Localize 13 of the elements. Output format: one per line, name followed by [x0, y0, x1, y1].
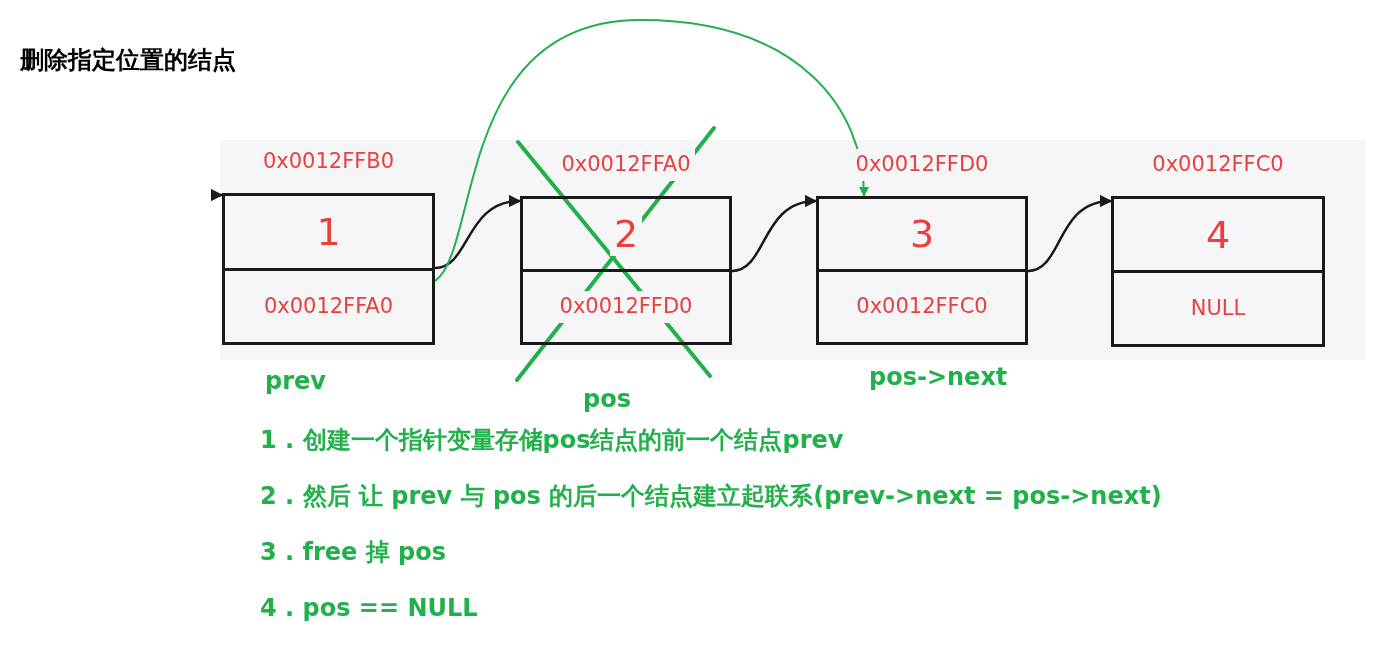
pointer-label: pos [583, 384, 631, 415]
arrow [731, 196, 818, 273]
pointer-label: prev [265, 366, 326, 397]
title: 删除指定位置的结点 [20, 45, 236, 76]
arrow [1027, 196, 1113, 273]
pointer-label: pos->next [869, 362, 1008, 393]
step-text: 3 . free 掉 pos [260, 537, 447, 568]
step-text: 1 . 创建一个指针变量存储pos结点的前一个结点prev [260, 425, 844, 456]
arrow [210, 188, 224, 202]
step-text: 2 . 然后 让 prev 与 pos 的后一个结点建立起联系(prev->next = pos->next) [260, 481, 1162, 512]
step-text: 4 . pos == NULL [260, 593, 478, 624]
arrow [434, 19, 869, 282]
arrow [434, 195, 522, 270]
